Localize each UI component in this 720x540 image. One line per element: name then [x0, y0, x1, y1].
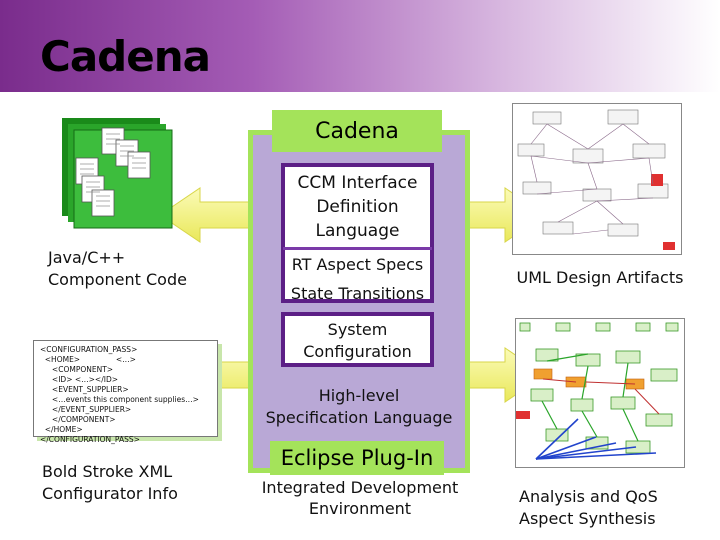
code-label-line-2: Component Code: [48, 270, 187, 289]
ccm-divider: [283, 247, 432, 250]
analysis-label-line-1: Analysis and QoS: [519, 487, 658, 506]
component-code-icon: [62, 118, 173, 229]
high-level-line-1: High-level: [318, 386, 400, 405]
analysis-diagram-thumbnail: [515, 318, 685, 468]
ccm-line-2: Definition: [316, 197, 399, 217]
slide-title: Cadena: [40, 32, 211, 81]
system-config-line-1: System: [327, 320, 388, 339]
ccm-line-1: CCM Interface: [297, 173, 418, 193]
rt-aspect-specs: RT Aspect Specs: [291, 255, 424, 274]
xml-line: <EVENT_SUPPLIER>: [40, 385, 129, 394]
code-label-line-1: Java/C++: [48, 248, 126, 267]
xml-line: <…events this component supplies…>: [40, 395, 199, 404]
ccm-box: [281, 163, 434, 303]
ccm-line-3: Language: [315, 221, 400, 241]
analysis-label-line-2: Aspect Synthesis: [519, 509, 656, 528]
header-band: [0, 0, 720, 92]
xml-line: <COMPONENT>: [40, 365, 114, 374]
system-config-box: [281, 312, 434, 367]
xml-label-line-2: Configurator Info: [42, 484, 178, 503]
xml-line: </COMPONENT>: [40, 415, 116, 424]
uml-diagram-thumbnail: [512, 103, 682, 255]
xml-line: <HOME> <…>: [40, 355, 136, 364]
xml-line: </CONFIGURATION_PASS>: [40, 435, 140, 444]
ide-line-2: Environment: [308, 499, 412, 518]
xml-label-line-1: Bold Stroke XML: [42, 462, 173, 481]
system-config-line-2: Configuration: [303, 342, 412, 361]
high-level-line-2: Specification Language: [265, 408, 453, 427]
uml-label: UML Design Artifacts: [516, 268, 684, 287]
xml-line: <ID> <…></ID>: [40, 375, 119, 384]
xml-line: </HOME>: [40, 425, 83, 434]
state-transitions: State Transitions: [290, 284, 425, 303]
eclipse-plugin: Eclipse Plug-In: [270, 441, 444, 475]
cadena-label: Cadena: [272, 110, 442, 152]
xml-config-box: <CONFIGURATION_PASS> <HOME> <…> <COMPONE…: [33, 340, 218, 444]
ide-line-1: Integrated Development: [261, 478, 459, 497]
xml-line: <CONFIGURATION_PASS>: [40, 345, 138, 354]
xml-line: </EVENT_SUPPLIER>: [40, 405, 132, 414]
